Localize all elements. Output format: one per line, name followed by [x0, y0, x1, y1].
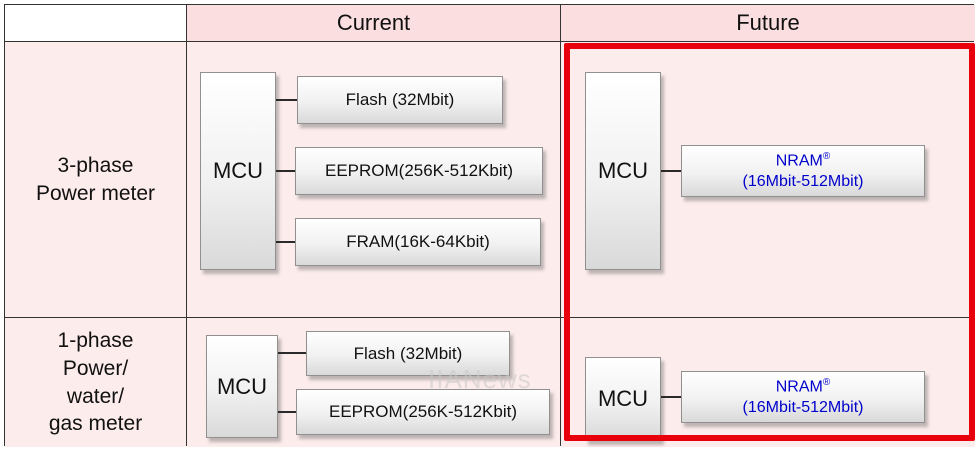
row-label-line: gas meter	[48, 412, 143, 436]
future-column-highlight-box	[564, 43, 975, 441]
row-label-3phase-power-meter: 3-phase Power meter	[5, 42, 186, 317]
header-future: Future	[561, 5, 975, 41]
watermark: IIANews	[428, 364, 532, 394]
row-label-line: Power/	[62, 356, 129, 380]
row-label-1phase-meter: 1-phase Power/ water/ gas meter	[5, 318, 186, 447]
corner-cell	[5, 5, 186, 41]
cell-3phase-current	[187, 42, 560, 317]
row-label-line: water/	[66, 384, 125, 408]
row-label-line: 1-phase	[57, 329, 134, 353]
header-current: Current	[187, 5, 560, 41]
row-label-line: Power meter	[35, 181, 156, 205]
row-label-line: 3-phase	[57, 153, 134, 177]
